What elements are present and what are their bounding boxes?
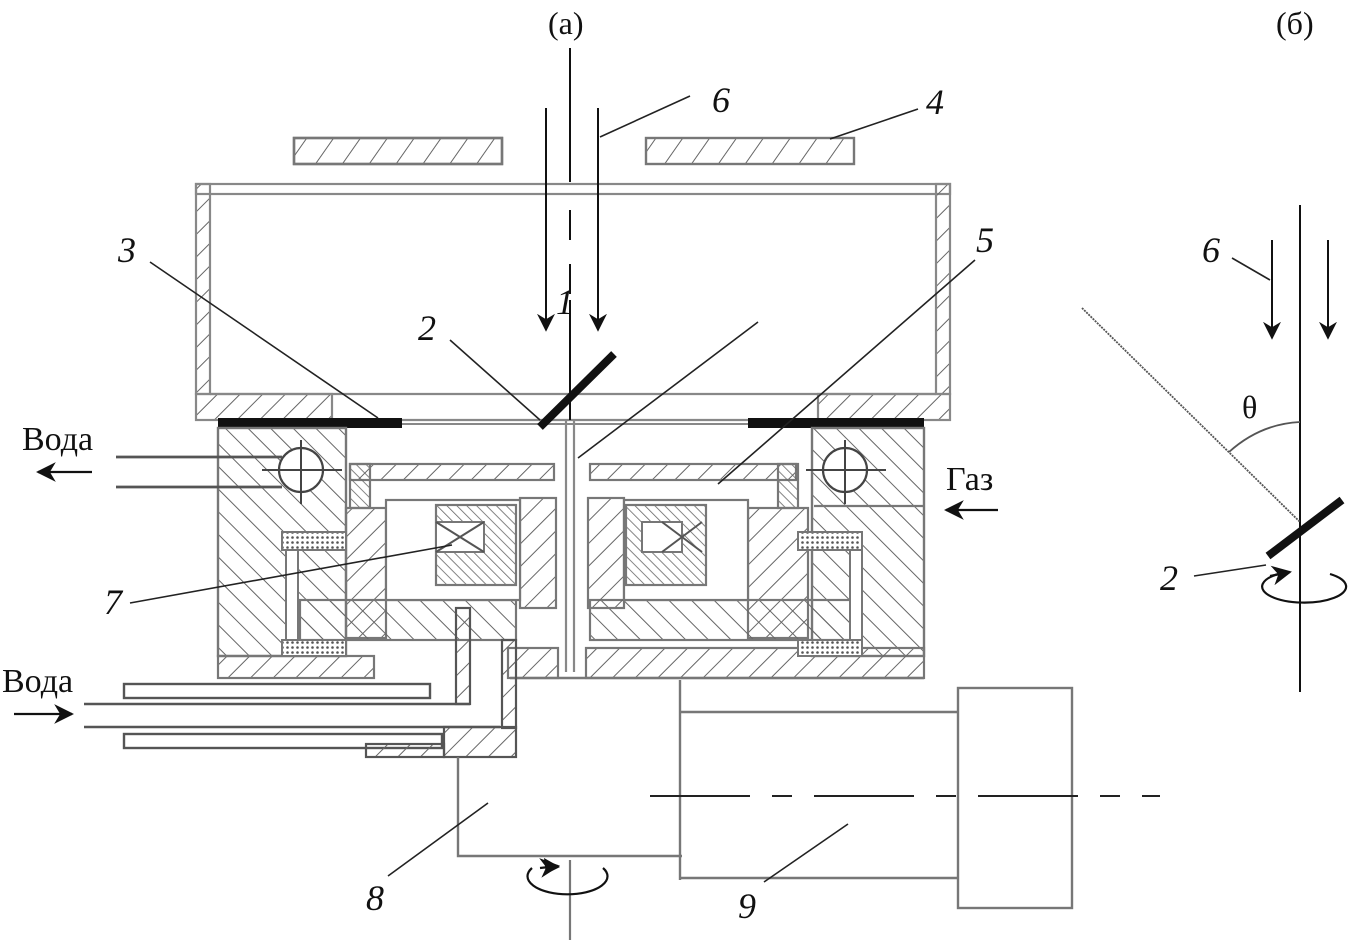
part-9-motor	[650, 680, 1160, 910]
part-4-plates	[292, 136, 856, 166]
gas-in-label: Газ	[946, 461, 993, 498]
part-label-8: 8	[366, 878, 384, 918]
part-label-2: 2	[418, 308, 436, 348]
water-out-label: Вода	[22, 421, 93, 458]
normal-line	[1081, 307, 1301, 523]
leader-lines	[129, 95, 976, 883]
part-label-7: 7	[104, 582, 124, 622]
part-2-target	[537, 351, 617, 430]
water-in-label: Вода	[2, 663, 73, 700]
part-label-1: 1	[556, 282, 574, 322]
panel-b: (б) θ 6 2	[1081, 5, 1348, 692]
part-8-gearbox	[456, 757, 682, 940]
panel-a: (а)	[2, 5, 1160, 940]
part-label-6: 6	[712, 80, 730, 120]
part-label-4: 4	[926, 82, 944, 122]
panel-a-label: (а)	[548, 5, 584, 41]
target-b	[1265, 496, 1345, 560]
panel-b-label-6: 6	[1202, 230, 1220, 270]
part-label-9: 9	[738, 886, 756, 926]
part-7-bearings	[434, 503, 708, 587]
water-outlet-pipe	[116, 455, 282, 489]
water-inlet-pipes	[84, 606, 518, 759]
rotation-arrow-icon	[526, 858, 609, 896]
seals	[281, 531, 863, 657]
part-1-shaft	[564, 420, 576, 672]
panel-b-label-2: 2	[1160, 558, 1178, 598]
part-label-3: 3	[117, 230, 136, 270]
angle-theta-label: θ	[1242, 389, 1257, 425]
angle-arc	[1228, 421, 1301, 453]
bearing-cross-circle-icon	[262, 440, 886, 504]
panel-b-label: (б)	[1276, 5, 1314, 41]
beam-arrows	[537, 108, 607, 420]
rotation-arrow-b-icon	[1261, 565, 1348, 604]
part-label-5: 5	[976, 220, 994, 260]
